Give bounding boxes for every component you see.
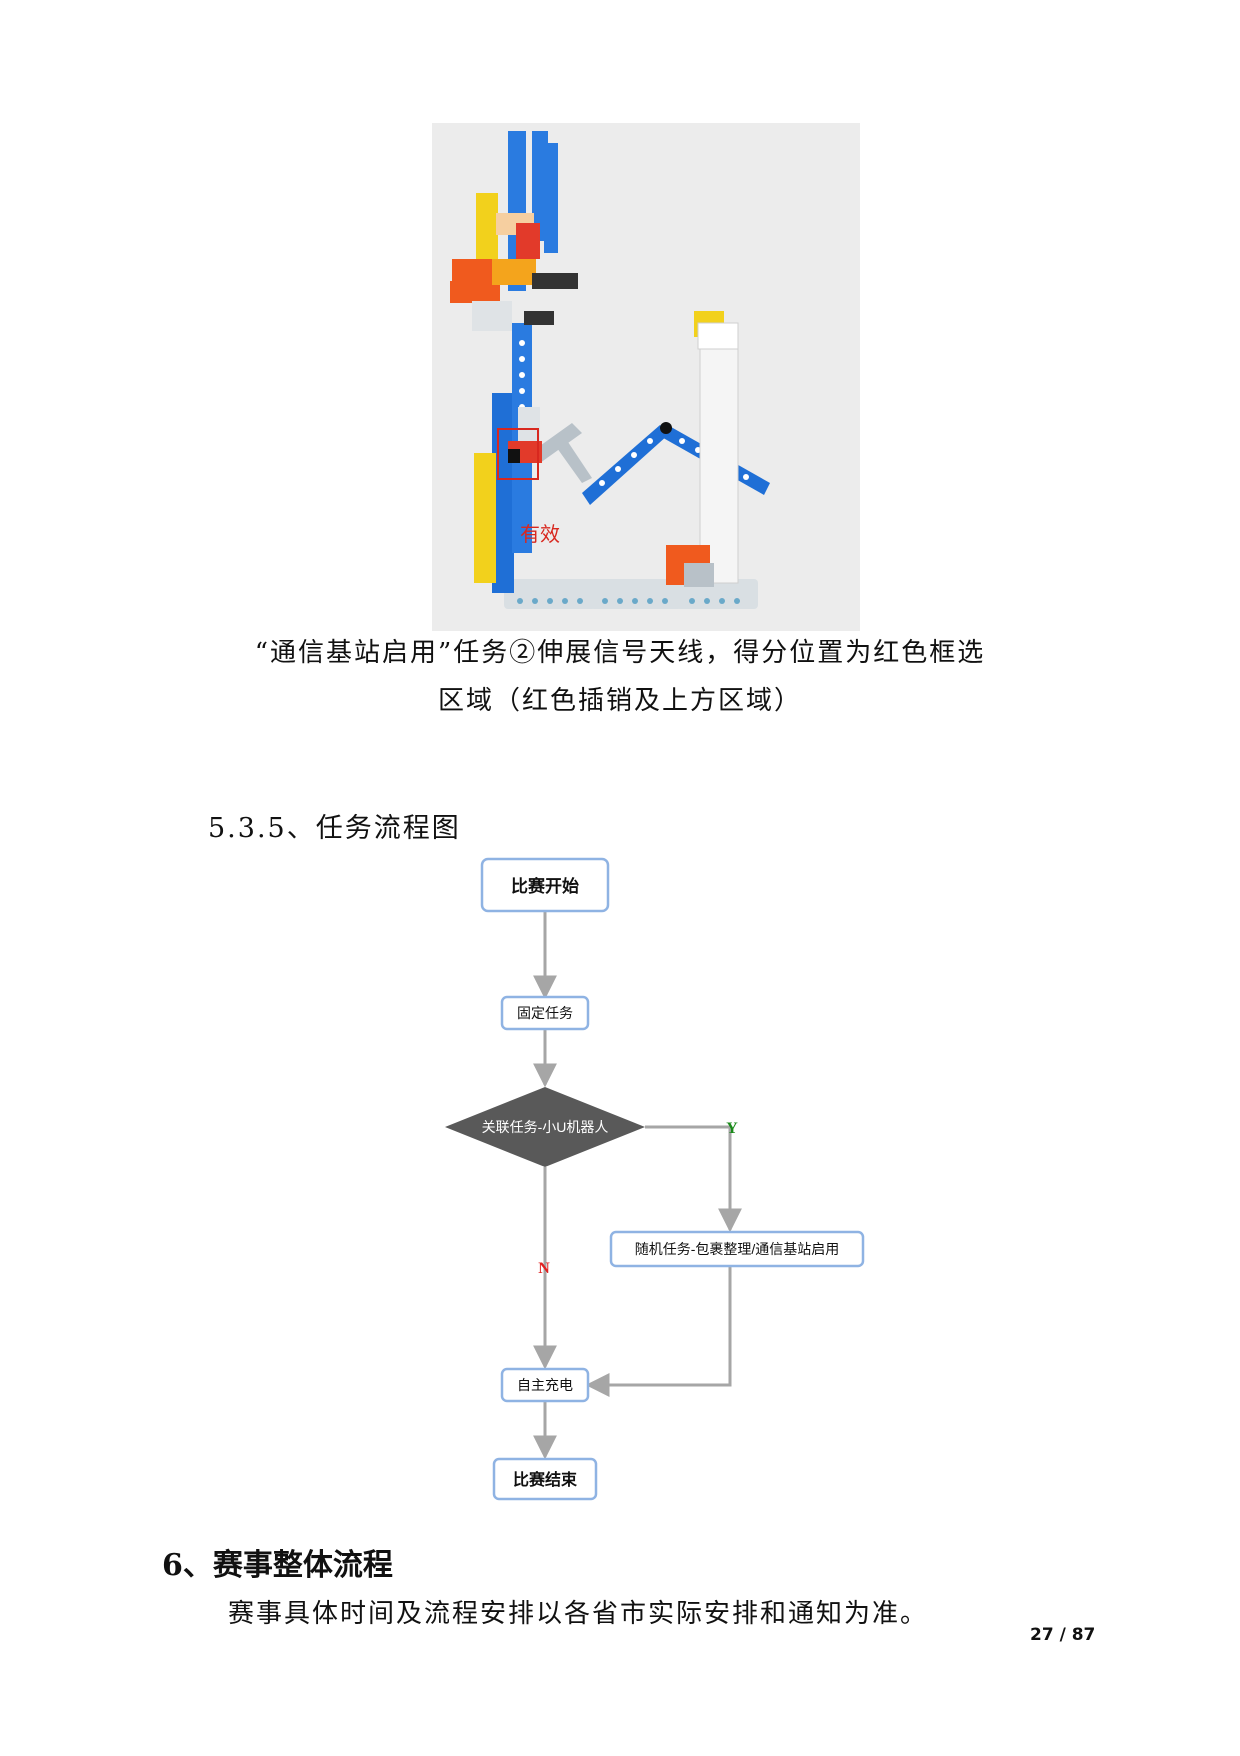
body-paragraph: 赛事具体时间及流程安排以各省市实际安排和通知为准。	[228, 1599, 929, 1629]
start-node	[480, 857, 610, 913]
random-task-node	[609, 1230, 865, 1268]
yes-label: Y	[726, 1120, 738, 1137]
charge-node	[500, 1367, 590, 1403]
start-node-label: 比赛开始	[511, 876, 579, 896]
valid-area-label: 有效	[520, 523, 560, 546]
decision-node	[445, 1087, 645, 1167]
figure-caption-line-2: 区域（红色插销及上方区域）	[437, 686, 802, 716]
charge-label: 自主充电	[517, 1377, 573, 1393]
arrow-decision-yes	[645, 1125, 742, 1233]
section-title: 6、赛事整体流程	[162, 1548, 393, 1583]
figure-caption-line-1: “通信基站启用”任务②伸展信号天线，得分位置为红色框选	[254, 638, 986, 668]
no-label: N	[538, 1260, 550, 1277]
robot-model-photo: 有效	[432, 123, 860, 631]
fixed-task-node	[500, 995, 590, 1031]
arrow-random-to-charge	[585, 1265, 732, 1397]
page-number: 27 / 87	[1030, 1625, 1096, 1645]
robot-model-illustration: 有效	[432, 123, 860, 631]
decision-label: 关联任务-小U机器人	[482, 1119, 609, 1135]
random-task-label: 随机任务-包裹整理/通信基站启用	[635, 1241, 840, 1257]
task-flowchart: 比赛开始 固定任务 关联任务-小U机器人 Y N 随机任务-包裹整理/通信基站启…	[430, 855, 910, 1515]
fixed-task-label: 固定任务	[517, 1005, 573, 1021]
end-node	[492, 1457, 598, 1501]
end-node-label: 比赛结束	[513, 1470, 578, 1489]
subsection-title: 5.3.5、任务流程图	[208, 813, 461, 844]
